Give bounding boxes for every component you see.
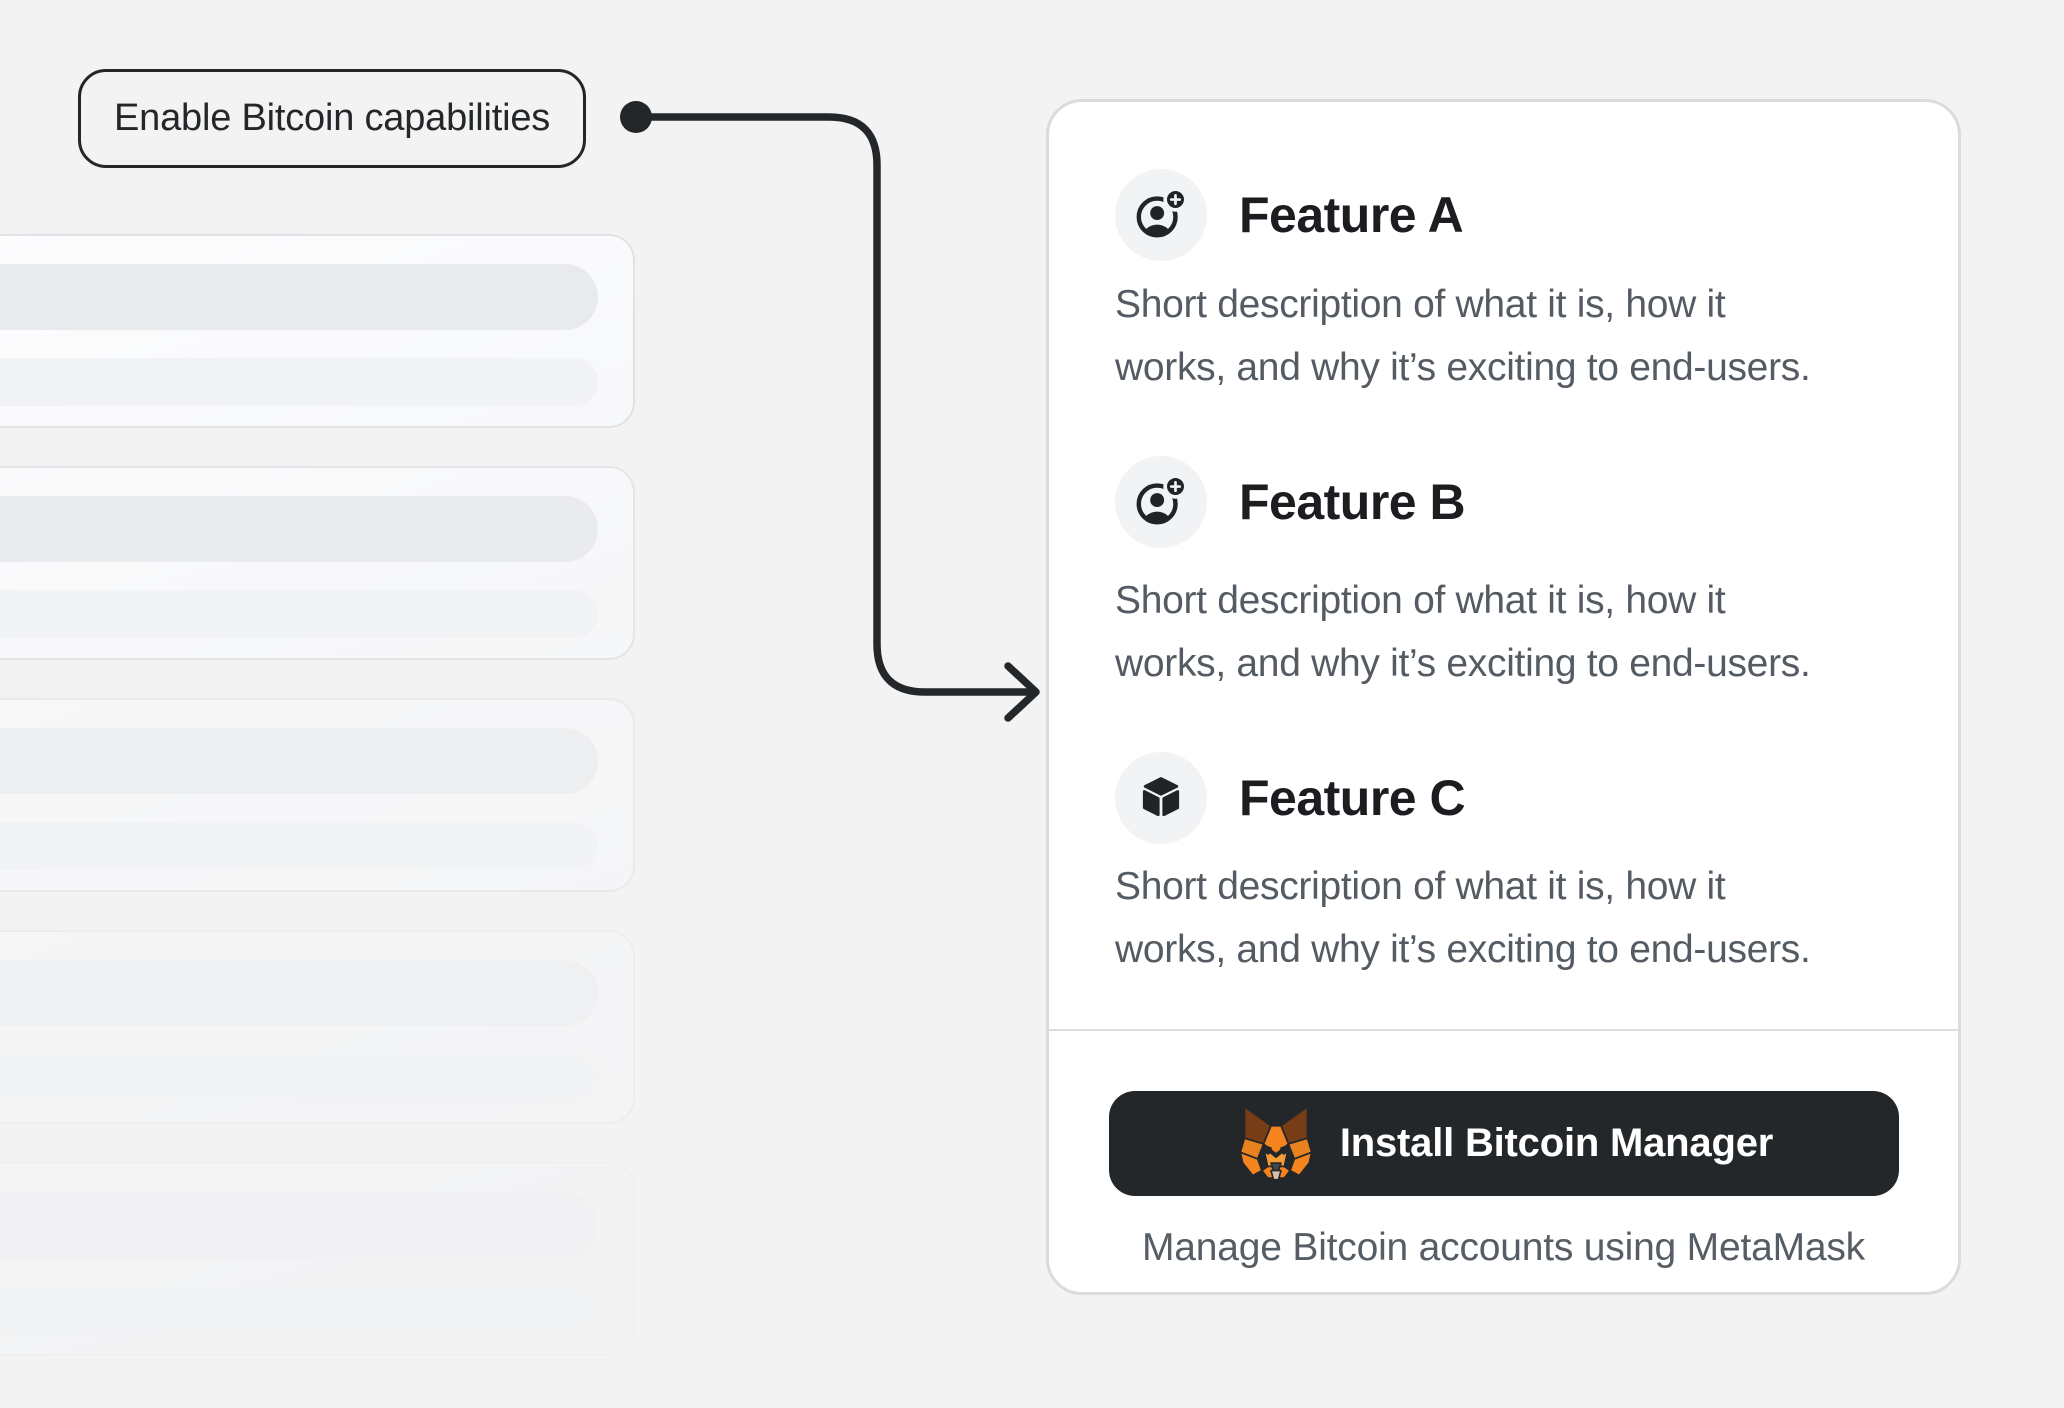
feature-card: Feature A Short description of what it i… — [1046, 99, 1961, 1295]
user-plus-icon — [1136, 187, 1188, 238]
user-plus-icon — [1136, 474, 1188, 525]
install-button-label: Install Bitcoin Manager — [1339, 1121, 1774, 1165]
skeleton-bar — [0, 264, 598, 330]
skeleton-bar — [0, 728, 598, 794]
feature-c-description: Short description of what it is, how it … — [1115, 865, 1811, 971]
feature-row-a: Feature A — [1115, 169, 1464, 261]
divider — [1049, 1029, 1958, 1031]
skeleton-bar — [0, 496, 598, 562]
skeleton-bar — [0, 1054, 598, 1102]
feature-row-b: Feature B — [1115, 456, 1466, 548]
skeleton-card — [0, 1162, 635, 1356]
skeleton-bar — [0, 822, 598, 870]
callout-label: Enable Bitcoin capabilities — [78, 69, 587, 168]
metamask-fox-icon — [1239, 1105, 1313, 1181]
skeleton-bar — [0, 590, 598, 638]
callout-label-text: Enable Bitcoin capabilities — [114, 97, 551, 139]
skeleton-card — [0, 698, 635, 892]
install-bitcoin-manager-button[interactable]: Install Bitcoin Manager — [1108, 1091, 1899, 1196]
feature-a-icon-circle — [1115, 169, 1207, 261]
skeleton-list — [0, 234, 635, 1394]
feature-a-title: Feature A — [1239, 187, 1464, 243]
skeleton-card — [0, 466, 635, 660]
feature-b-description: Short description of what it is, how it … — [1115, 579, 1811, 685]
connector-dot — [620, 101, 652, 133]
arrowhead-icon — [1004, 662, 1040, 722]
skeleton-bar — [0, 960, 598, 1026]
cube-icon — [1142, 777, 1180, 817]
feature-a-description: Short description of what it is, how it … — [1115, 283, 1811, 389]
skeleton-card — [0, 930, 635, 1124]
feature-b-title: Feature B — [1239, 474, 1466, 530]
skeleton-bar — [0, 358, 598, 406]
feature-b-icon-circle — [1115, 456, 1207, 548]
skeleton-bar — [0, 1286, 598, 1334]
feature-row-c: Feature C — [1115, 752, 1466, 844]
skeleton-card — [0, 234, 635, 428]
skeleton-bar — [0, 1192, 598, 1258]
feature-c-icon-circle — [1115, 752, 1207, 844]
install-caption: Manage Bitcoin accounts using MetaMask — [1142, 1226, 1865, 1269]
feature-c-title: Feature C — [1239, 770, 1466, 826]
